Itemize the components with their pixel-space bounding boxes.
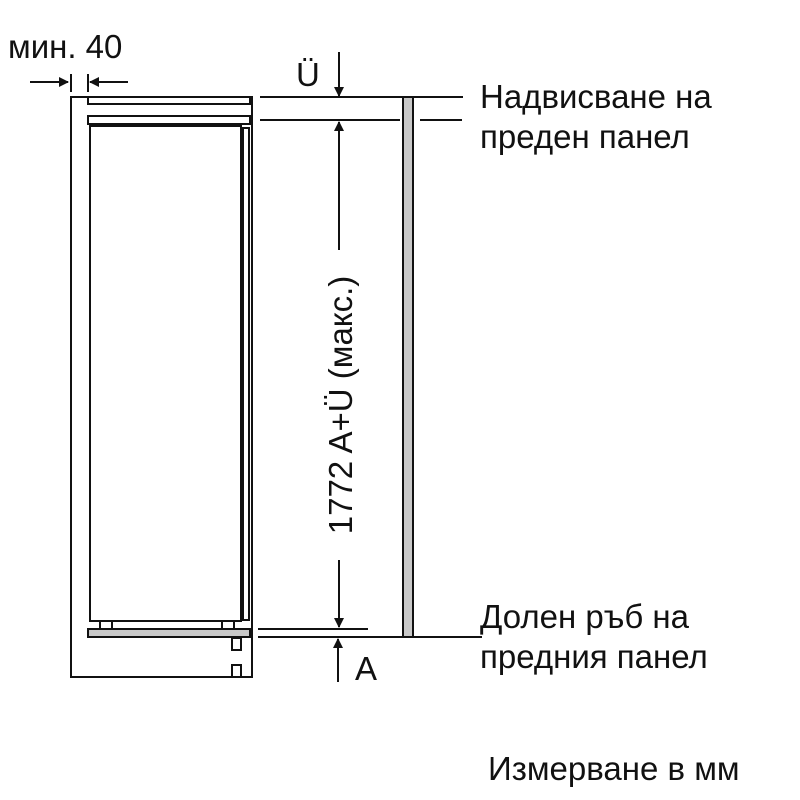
bottom-edge-label-line1: Долен ръб на — [480, 598, 690, 635]
bottom-dimension — [258, 628, 482, 682]
cabinet-niche — [70, 96, 253, 678]
min-gap-dimension — [30, 74, 128, 92]
overhang-label-line2: преден панел — [480, 118, 690, 155]
overhang-dimension — [260, 52, 463, 121]
bottom-edge-label-line2: предния панел — [480, 638, 708, 675]
appliance-body — [87, 125, 251, 678]
overhang-label-line1: Надвисване на — [480, 78, 712, 115]
overhang-symbol: Ü — [296, 56, 320, 93]
bottom-symbol: A — [355, 650, 377, 687]
min-gap-label: мин. 40 — [8, 28, 122, 65]
height-label: 1772 A+Ü (макс.) — [322, 276, 359, 535]
front-panel — [402, 96, 414, 638]
units-note: Измерване в мм — [488, 750, 740, 787]
